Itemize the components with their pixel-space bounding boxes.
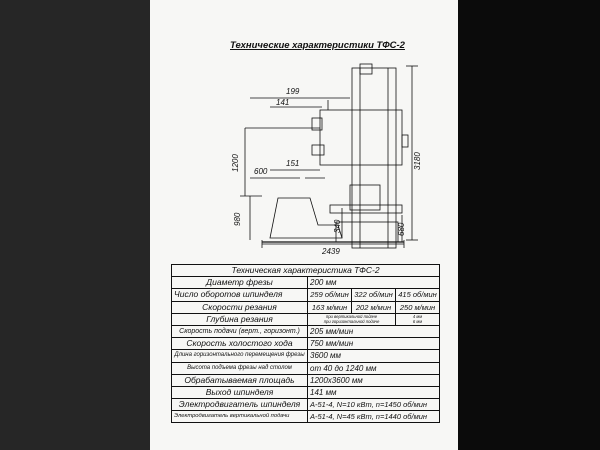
table-row: Диаметр фрезы 200 мм [171,276,441,290]
machine-drawing [240,63,418,249]
dimension-2439: 2439 [322,247,340,256]
table-row: Электродвигатель вертикальной подачи А-5… [171,410,441,424]
dimension-600: 600 [254,167,268,176]
page-title: Технические характеристики ТФС-2 [230,40,405,51]
table-row: Глубина резания при вертикальной подаче … [171,312,441,326]
dimension-151: 151 [286,159,300,168]
dimension-141: 141 [276,98,290,107]
table-caption: Техническая характеристика ТФС-2 [170,263,441,278]
table-row: Скорость холостого хода 750 мм/мин [171,337,441,351]
specifications-table: Техническая характеристика ТФС-2 Диаметр… [170,263,441,424]
table-row: Скорость подачи (верт., горизонт.) 205 м… [171,324,441,339]
table-row: Скорости резания 163 м/мин 202 м/мин 250… [171,300,441,314]
dimension-680: 680 [397,222,406,236]
dimension-199: 199 [286,87,300,96]
table-row: Электродвигатель шпинделя А-51-4, N=10 к… [171,398,441,412]
dimension-980: 980 [233,212,242,226]
left-dark-border [0,0,150,450]
table-row: Выход шпинделя 141 мм [171,385,441,400]
table-row: Длина горизонтального перемещения фрезы … [171,349,441,363]
dimension-340: 340 [333,219,342,233]
table-row: Обрабатываемая площадь 1200х3600 мм [171,373,441,387]
dimension-3180: 3180 [413,152,422,170]
right-dark-border [458,0,600,450]
table-row: Число оборотов шпинделя 259 об/мин 322 о… [171,288,441,302]
dimension-1200: 1200 [231,154,240,172]
table-row: Высота подъема фрезы над столом от 40 до… [171,361,441,375]
